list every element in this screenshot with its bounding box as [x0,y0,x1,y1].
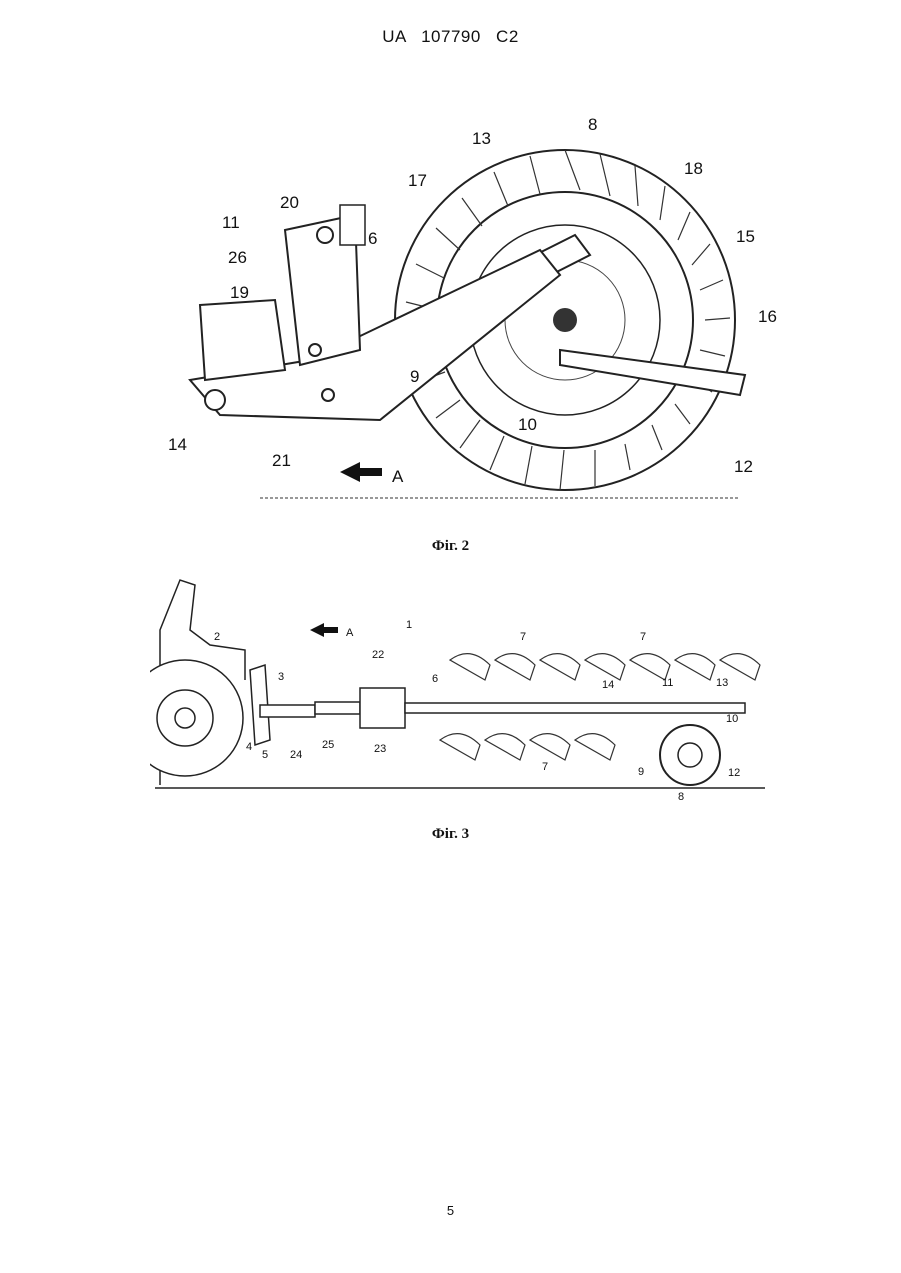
figure-3-caption: Фіг. 3 [0,826,901,843]
patent-header: UA 107790 C2 [0,27,901,47]
figure-3-drawing: A 2 1 7 7 22 6 3 14 11 13 10 45 24 25 23 7 9 12 8 [150,570,790,810]
reference-numeral: 18 [684,159,703,178]
reference-numeral: 4 [246,741,252,753]
reference-numeral: 9 [410,367,419,386]
reference-numeral: 7 [542,761,548,773]
reference-numeral: 7 [520,631,526,643]
reference-numeral: 11 [222,213,240,232]
reference-numeral: 23 [374,743,386,755]
reference-numeral: 22 [372,649,384,661]
figure-2-drawing: A 8 13 18 17 20 11 6 15 26 19 16 9 10 14 21 12 [160,110,780,510]
reference-numeral: 20 [280,193,299,212]
reference-numeral: 19 [230,283,249,302]
figure-2-svg: A 8 13 18 17 20 11 6 15 26 19 16 9 10 14 21 12 [160,110,780,510]
reference-numeral: 14 [168,435,187,454]
reference-numeral: 6 [432,673,438,685]
page-number: 5 [0,1203,901,1218]
reference-numeral: 13 [472,129,491,148]
reference-numeral: 17 [408,171,427,190]
direction-label: A [392,467,404,486]
reference-numeral: 14 [602,679,614,691]
reference-numeral: 8 [678,791,684,803]
reference-numeral: 2 [214,631,220,643]
reference-numeral: 10 [518,415,537,434]
reference-numeral: 12 [734,457,753,476]
reference-numeral: 15 [736,227,755,246]
direction-arrow-icon-fig3 [310,623,338,637]
reference-numeral: 24 [290,749,302,761]
figure-2-caption: Фіг. 2 [0,538,901,555]
figure-3-svg: A 2 1 7 7 22 6 3 14 11 13 10 45 24 25 23 7 9 12 8 [150,570,790,810]
tractor [150,580,245,785]
direction-label-fig3: A [346,627,354,639]
reference-numeral: 21 [272,451,291,470]
reference-numeral: 9 [638,766,644,778]
direction-arrow-icon [340,462,382,482]
reference-numeral: 3 [278,671,284,683]
reference-numeral: 11 [662,677,673,689]
reference-numeral: 7 [640,631,646,643]
reference-numeral: 1 [406,619,412,631]
reference-numeral: 26 [228,248,247,267]
reference-numeral: 10 [726,713,738,725]
reference-numeral: 5 [262,749,268,761]
reference-numeral: 16 [758,307,777,326]
reference-numeral: 12 [728,767,740,779]
reference-numeral: 25 [322,739,334,751]
reference-numeral: 13 [716,677,728,689]
reference-numeral: 8 [588,115,597,134]
reference-numeral: 6 [368,229,377,248]
